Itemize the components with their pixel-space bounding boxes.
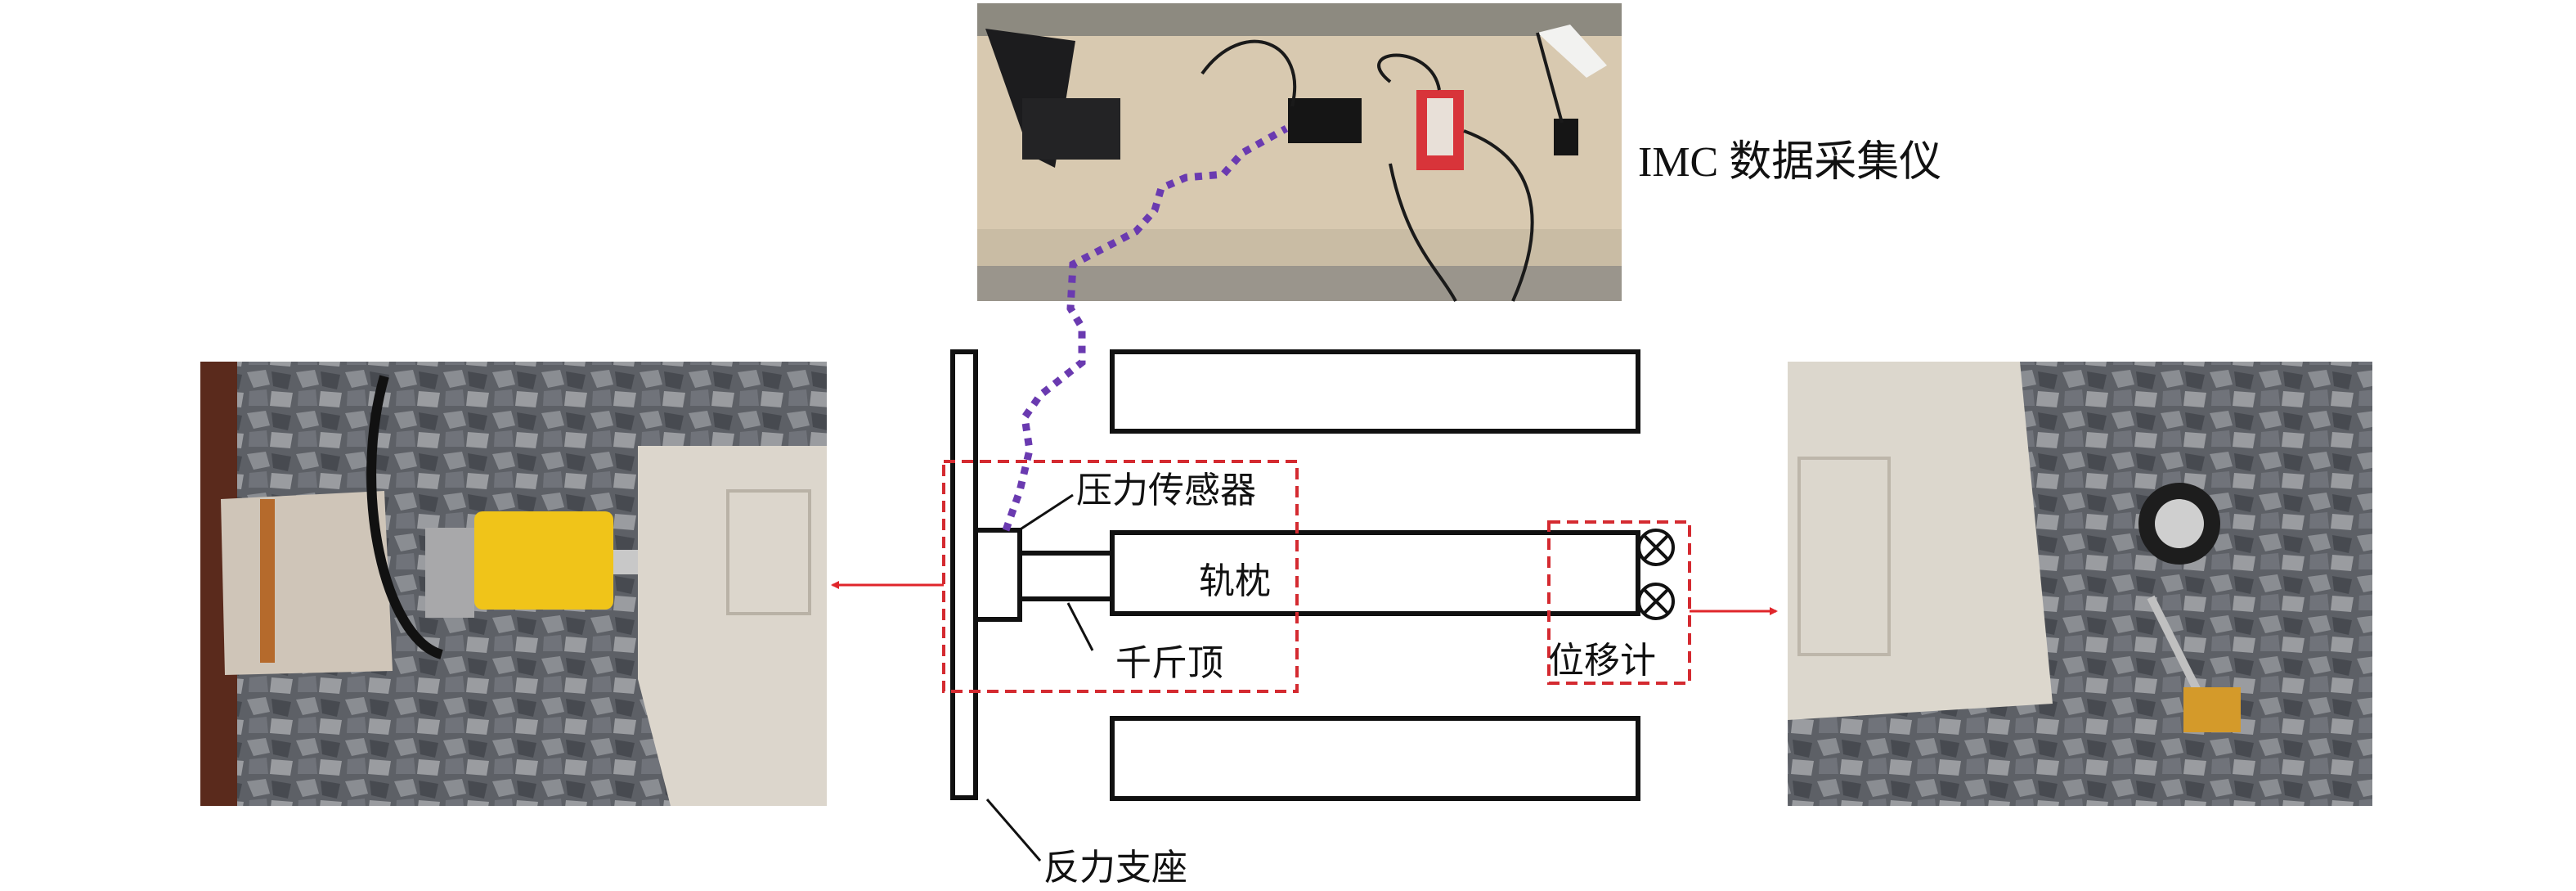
sleeper-test bbox=[1110, 530, 1640, 616]
displacement-meter-icon bbox=[1637, 529, 1675, 620]
sleeper-bottom bbox=[1110, 716, 1640, 801]
sleeper-label: 轨枕 bbox=[1199, 560, 1271, 602]
daq-device-image bbox=[1288, 98, 1362, 143]
displacement-group-box bbox=[1547, 520, 1691, 685]
displacement-photo bbox=[1788, 362, 2372, 806]
reaction-support bbox=[950, 349, 978, 800]
reaction-support-label: 反力支座 bbox=[1043, 847, 1187, 889]
leader-lines bbox=[985, 493, 1094, 862]
jack-photo bbox=[200, 362, 827, 806]
displacement-meter-label: 位移计 bbox=[1548, 640, 1656, 682]
loading-group-box bbox=[942, 460, 1299, 693]
jack-image bbox=[474, 511, 613, 610]
schematic bbox=[950, 349, 1675, 862]
daq-photo bbox=[977, 3, 1622, 302]
daq-label: IMC 数据采集仪 bbox=[1638, 139, 1941, 186]
pressure-sensor bbox=[973, 528, 1022, 622]
jack bbox=[1017, 551, 1115, 601]
pressure-sensor-label: 压力传感器 bbox=[1076, 470, 1256, 511]
jack-label: 千斤顶 bbox=[1115, 642, 1223, 684]
sleeper-top bbox=[1110, 349, 1640, 434]
